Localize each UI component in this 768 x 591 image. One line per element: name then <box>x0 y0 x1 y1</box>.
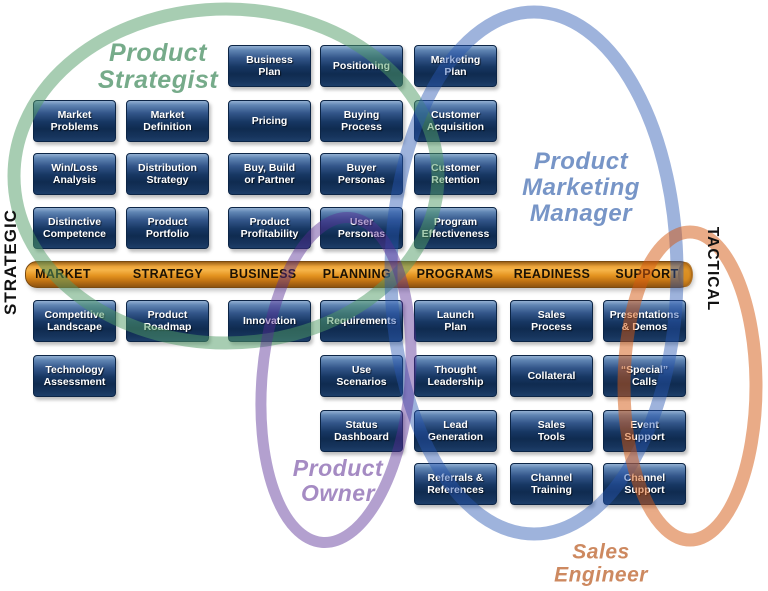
product-strategist-label: Product Strategist <box>97 39 219 94</box>
box-thought-leadership: Thought Leadership <box>414 355 497 397</box>
box-launch-plan: Launch Plan <box>414 300 497 342</box>
box-product-profitability: Product Profitability <box>228 207 311 249</box>
bar-category-programs: PROGRAMS <box>416 267 494 281</box>
box-presentations-demos: Presentations & Demos <box>603 300 686 342</box>
box-competitive-landscape: Competitive Landscape <box>33 300 116 342</box>
box-special-calls: “Special” Calls <box>603 355 686 397</box>
box-buyer-personas: Buyer Personas <box>320 153 403 195</box>
box-win-loss-analysis: Win/Loss Analysis <box>33 153 116 195</box>
box-market-definition: Market Definition <box>126 100 209 142</box>
box-channel-training: Channel Training <box>510 463 593 505</box>
bar-category-planning: PLANNING <box>322 267 392 281</box>
bar-category-strategy: STRATEGY <box>132 267 204 281</box>
box-buying-process: Buying Process <box>320 100 403 142</box>
box-use-scenarios: Use Scenarios <box>320 355 403 397</box>
bar-category-readiness: READINESS <box>513 267 591 281</box>
strategic-axis-label: STRATEGIC <box>1 209 20 315</box>
box-pricing: Pricing <box>228 100 311 142</box>
box-positioning: Positioning <box>320 45 403 87</box>
box-lead-generation: Lead Generation <box>414 410 497 452</box>
box-status-dashboard: Status Dashboard <box>320 410 403 452</box>
box-user-personas: User Personas <box>320 207 403 249</box>
box-program-effectiveness: Program Effectiveness <box>414 207 497 249</box>
box-product-roadmap: Product Roadmap <box>126 300 209 342</box>
box-channel-support: Channel Support <box>603 463 686 505</box>
box-sales-tools: Sales Tools <box>510 410 593 452</box>
box-event-support: Event Support <box>603 410 686 452</box>
box-customer-acquisition: Customer Acquisition <box>414 100 497 142</box>
box-technology-assessment: Technology Assessment <box>33 355 116 397</box>
box-customer-retention: Customer Retention <box>414 153 497 195</box>
bar-category-market: MARKET <box>35 267 91 281</box>
box-product-portfolio: Product Portfolio <box>126 207 209 249</box>
sales-engineer-label: Sales Engineer <box>554 540 648 586</box>
box-sales-process: Sales Process <box>510 300 593 342</box>
box-buy-build-or-partner: Buy, Build or Partner <box>228 153 311 195</box>
box-innovation: Innovation <box>228 300 311 342</box>
product-owner-label: Product Owner <box>292 455 384 506</box>
product-marketing-manager-label: Product Marketing Manager <box>522 148 640 227</box>
box-marketing-plan: Marketing Plan <box>414 45 497 87</box>
box-referrals-references: Referrals & References <box>414 463 497 505</box>
tactical-axis-label: TACTICAL <box>704 226 721 312</box>
bar-category-support: SUPPORT <box>615 267 679 281</box>
bar-category-business: BUSINESS <box>229 267 297 281</box>
box-business-plan: Business Plan <box>228 45 311 87</box>
box-requirements: Requirements <box>320 300 403 342</box>
box-collateral: Collateral <box>510 355 593 397</box>
box-distribution-strategy: Distribution Strategy <box>126 153 209 195</box>
box-market-problems: Market Problems <box>33 100 116 142</box>
box-distinctive-competence: Distinctive Competence <box>33 207 116 249</box>
